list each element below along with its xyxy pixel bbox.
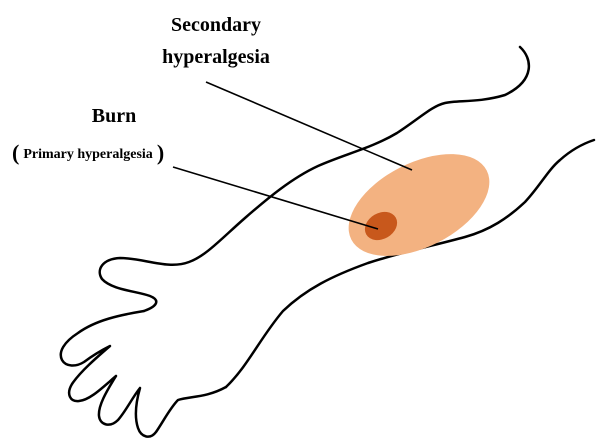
secondary-label-line2: hyperalgesia (162, 46, 270, 68)
secondary-label-line1: Secondary (171, 14, 261, 36)
primary-close-paren: ) (157, 140, 164, 165)
burn-label: Burn (92, 105, 136, 127)
primary-hyperalgesia-label: ( Primary hyperalgesia ) (12, 140, 164, 165)
primary-open-paren: ( (12, 140, 19, 165)
hand-fingers-outline (61, 311, 226, 437)
secondary-leader-line (206, 82, 412, 170)
secondary-hyperalgesia-zone (332, 133, 506, 277)
primary-label-text: Primary hyperalgesia (23, 147, 152, 162)
burn-leader-line (173, 167, 378, 229)
